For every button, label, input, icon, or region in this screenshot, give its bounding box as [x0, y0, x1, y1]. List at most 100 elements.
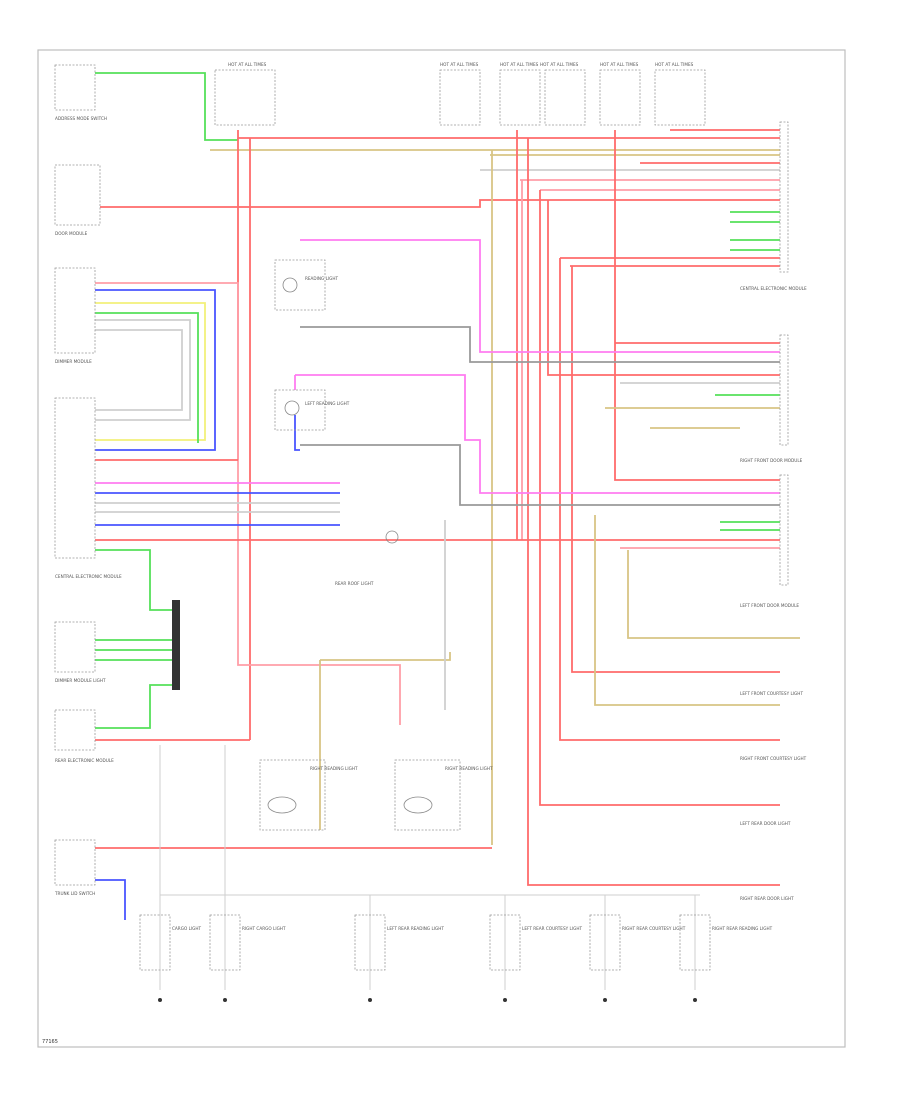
roof-switch-icon — [385, 530, 399, 544]
right-front-door-module-box — [779, 334, 789, 446]
left-front-courtesy-light-label: LEFT FRONT COURTESY LIGHT — [740, 691, 803, 696]
address-mode-switch-box — [54, 64, 96, 111]
central-electronic-module-right-box — [779, 121, 789, 273]
trunk-lid-switch-box — [54, 839, 96, 886]
left-front-door-module-box — [779, 474, 789, 586]
left-rear-door-light-label: LEFT REAR DOOR LIGHT — [740, 821, 791, 826]
right-reading-light-2-icon — [403, 796, 433, 814]
right-rear-reading-light-label: RIGHT REAR READING LIGHT — [712, 926, 773, 931]
ground-connector-block — [172, 600, 180, 690]
address-mode-switch-label: ADDRESS MODE SWITCH — [55, 116, 107, 121]
wire-magenta-mid — [300, 239, 780, 353]
right-rear-courtesy-light-box — [589, 914, 621, 971]
fuse-box-3 — [499, 69, 541, 126]
diagram-frame — [37, 49, 846, 1048]
components: ADDRESS MODE SWITCH DOOR MODULE DIMMER M… — [54, 62, 807, 1002]
right-rear-reading-light-box — [679, 914, 711, 971]
right-front-door-module-label: RIGHT FRONT DOOR MODULE — [740, 458, 803, 463]
fuse-3-label: HOT AT ALL TIMES — [500, 62, 539, 67]
wire-tan-low2 — [594, 515, 780, 706]
wire-vert-red-j — [614, 130, 780, 481]
right-front-courtesy-light-label: RIGHT FRONT COURTESY LIGHT — [740, 756, 807, 761]
wire-tan-low — [627, 550, 800, 639]
ground-icon — [693, 998, 697, 1002]
diagram-code: 77165 — [42, 1039, 58, 1045]
right-reading-light-1-icon — [267, 796, 297, 814]
fuse-box-5 — [599, 69, 641, 126]
door-module-box — [54, 164, 101, 226]
wire-vert-red-h — [559, 258, 780, 741]
wire-tan-center — [320, 652, 451, 661]
left-reading-light-box — [274, 389, 326, 431]
right-rear-courtesy-light-label: RIGHT REAR COURTESY LIGHT — [622, 926, 686, 931]
right-reading-light-box-1 — [259, 759, 326, 831]
reading-light-box — [274, 259, 326, 311]
right-reading-light-1-label: RIGHT READING LIGHT — [310, 766, 358, 771]
wire-vert-red-f — [539, 190, 780, 806]
fuse-box-1 — [214, 69, 276, 126]
ground-icon — [158, 998, 162, 1002]
wire-pink-left1 — [95, 282, 401, 725]
fuse-6-label: HOT AT ALL TIMES — [655, 62, 694, 67]
left-reading-light-label: LEFT READING LIGHT — [305, 401, 350, 406]
right-cargo-light-label: RIGHT CARGO LIGHT — [242, 926, 286, 931]
dimmer-module-light-box — [54, 621, 96, 673]
wire-grey-mid3 — [300, 444, 780, 506]
wire-yellow-left3 — [95, 302, 206, 441]
right-cargo-light-box — [209, 914, 241, 971]
door-module-label: DOOR MODULE — [55, 231, 88, 236]
left-rear-courtesy-light-label: LEFT REAR COURTESY LIGHT — [522, 926, 582, 931]
central-electronic-module-right-label: CENTRAL ELECTRONIC MODULE — [740, 286, 807, 291]
trunk-lid-switch-label: TRUNK LID SWITCH — [54, 891, 95, 896]
dimmer-module-box — [54, 267, 96, 354]
central-electronic-module-left-box — [54, 397, 96, 559]
wire-vert-red-e — [527, 138, 780, 886]
fuse-box-2 — [439, 69, 481, 126]
right-reading-light-2-label: RIGHT READING LIGHT — [445, 766, 493, 771]
wire-magenta-mid2 — [295, 374, 780, 494]
left-rear-reading-light-label: LEFT REAR READING LIGHT — [387, 926, 444, 931]
cargo-light-box — [139, 914, 171, 971]
rear-roof-light-label: REAR ROOF LIGHT — [335, 581, 374, 586]
fuse-box-6 — [654, 69, 706, 126]
wire-red-7 — [100, 199, 780, 208]
wire-green-left4 — [95, 312, 199, 443]
central-electronic-module-left-label: CENTRAL ELECTRONIC MODULE — [55, 574, 122, 579]
cargo-light-label: CARGO LIGHT — [172, 926, 202, 931]
ground-icon — [503, 998, 507, 1002]
wire-blue-reading — [294, 415, 300, 451]
wire-green-left18 — [95, 684, 175, 729]
wire-green-top — [95, 72, 238, 141]
dimmer-module-label: DIMMER MODULE — [55, 359, 92, 364]
fuse-box-4 — [544, 69, 586, 126]
wire-grey-left6 — [95, 329, 183, 411]
right-rear-door-light-label: RIGHT REAR DOOR LIGHT — [740, 896, 794, 901]
wire-vert-red-g — [547, 200, 780, 376]
ground-icon — [368, 998, 372, 1002]
wires — [95, 72, 800, 990]
wire-grey-mid — [300, 326, 780, 363]
left-reading-light-bulb-icon — [284, 400, 300, 416]
fuse-4-label: HOT AT ALL TIMES — [540, 62, 579, 67]
wire-blue-trunk — [95, 879, 126, 920]
fuse-5-label: HOT AT ALL TIMES — [600, 62, 639, 67]
ground-symbols — [158, 998, 697, 1002]
wire-grey-left5 — [95, 319, 191, 421]
ground-icon — [223, 998, 227, 1002]
left-front-door-module-label: LEFT FRONT DOOR MODULE — [740, 603, 799, 608]
reading-light-label: READING LIGHT — [305, 276, 339, 281]
reading-light-bulb-icon — [282, 277, 298, 293]
dimmer-module-light-label: DIMMER MODULE LIGHT — [55, 678, 106, 683]
left-rear-courtesy-light-box — [489, 914, 521, 971]
left-rear-reading-light-box — [354, 914, 386, 971]
fuse-2-label: HOT AT ALL TIMES — [440, 62, 479, 67]
rear-electronic-module-box — [54, 709, 96, 751]
fuse-1-label: HOT AT ALL TIMES — [228, 62, 267, 67]
wire-red-bus-top — [237, 130, 780, 139]
wire-blue-left2 — [95, 289, 216, 451]
wire-green-left14 — [95, 549, 175, 611]
right-reading-light-box-2 — [394, 759, 461, 831]
ground-icon — [603, 998, 607, 1002]
rear-electronic-module-label: REAR ELECTRONIC MODULE — [55, 758, 114, 763]
